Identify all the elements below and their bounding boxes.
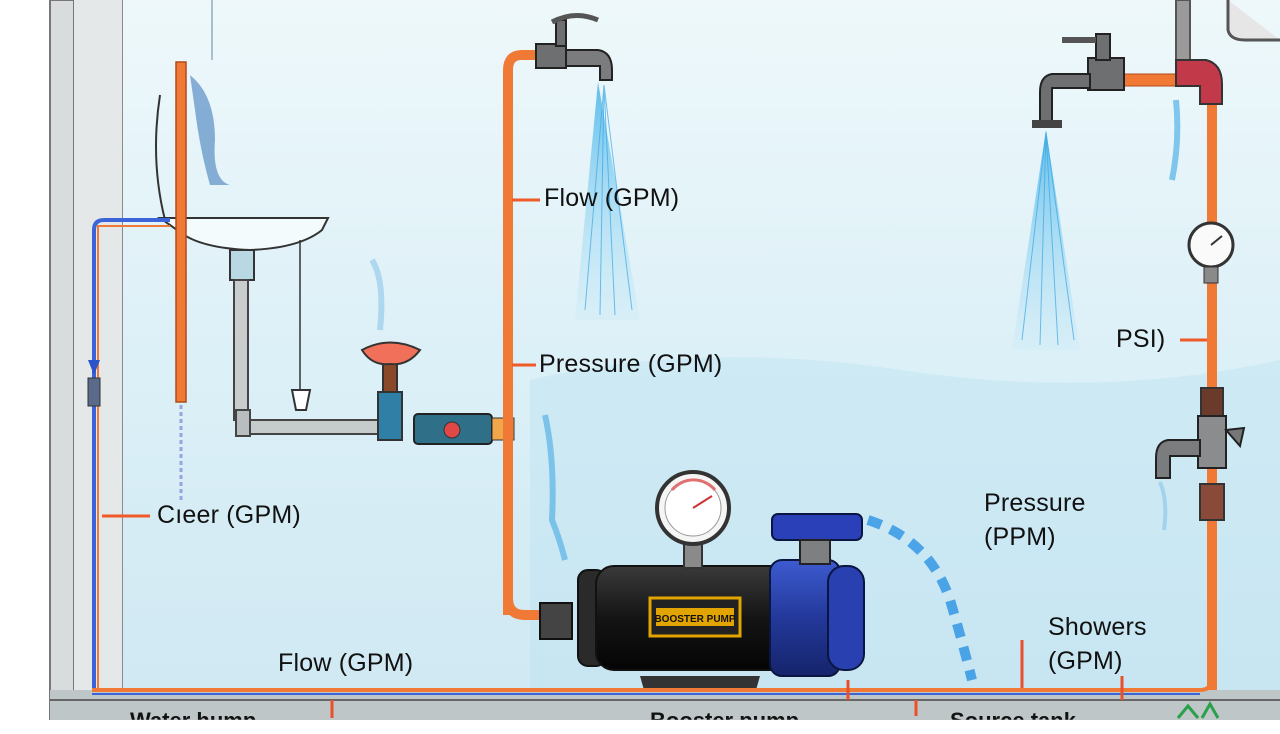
showers-label-line2: (GPM) <box>1048 647 1123 675</box>
right-faucet-spray <box>1012 130 1080 350</box>
bottom-label-left: Water hump <box>130 708 257 733</box>
pipe-fitting <box>413 413 515 445</box>
right-pressure-gauge <box>1187 221 1235 284</box>
booster-pump: BOOSTER PUMP <box>539 513 865 690</box>
pressure-label-right: Pressure (PPM) <box>984 486 1086 554</box>
right-elbow-fitting <box>1175 59 1223 105</box>
psi-label: PSI) <box>1116 325 1166 353</box>
flow-label-bottom: Flow (GPM) <box>278 649 414 677</box>
pressure-label-right-line1: Pressure <box>984 489 1086 517</box>
bottom-label-center: Booster pump <box>650 708 800 733</box>
sink <box>155 94 330 421</box>
right-shower-valve <box>1155 387 1246 521</box>
pump-pressure-gauge <box>655 470 731 569</box>
tank-corner <box>1226 0 1280 42</box>
bottom-return-pipe <box>92 677 1214 692</box>
sink-water-stream <box>190 75 230 185</box>
pressure-label-right-line2: (PPM) <box>984 523 1056 551</box>
right-top-faucet <box>1032 33 1125 128</box>
flow-label-top: Flow (GPM) <box>544 184 680 212</box>
shutoff-valve <box>360 341 422 441</box>
bottom-label-right: Source tank <box>950 708 1076 733</box>
pressure-label-middle: Pressure (GPM) <box>539 350 723 378</box>
cold-water-pipe-left <box>92 218 170 690</box>
main-riser-pipe <box>503 50 540 615</box>
drain-pipe <box>235 419 387 435</box>
showers-label: Showers (GPM) <box>1048 610 1147 678</box>
hot-water-pipe-left <box>175 61 187 403</box>
left-wall <box>49 0 75 721</box>
top-faucet-spray <box>575 82 640 320</box>
vertical-supply-pipe <box>1175 0 1191 61</box>
other-flow-label-left: Cıeer (GPM) <box>157 501 301 529</box>
showers-label-line1: Showers <box>1048 613 1147 641</box>
pump-nameplate-text: BOOSTER PUMP <box>654 614 735 625</box>
top-faucet <box>535 13 613 81</box>
